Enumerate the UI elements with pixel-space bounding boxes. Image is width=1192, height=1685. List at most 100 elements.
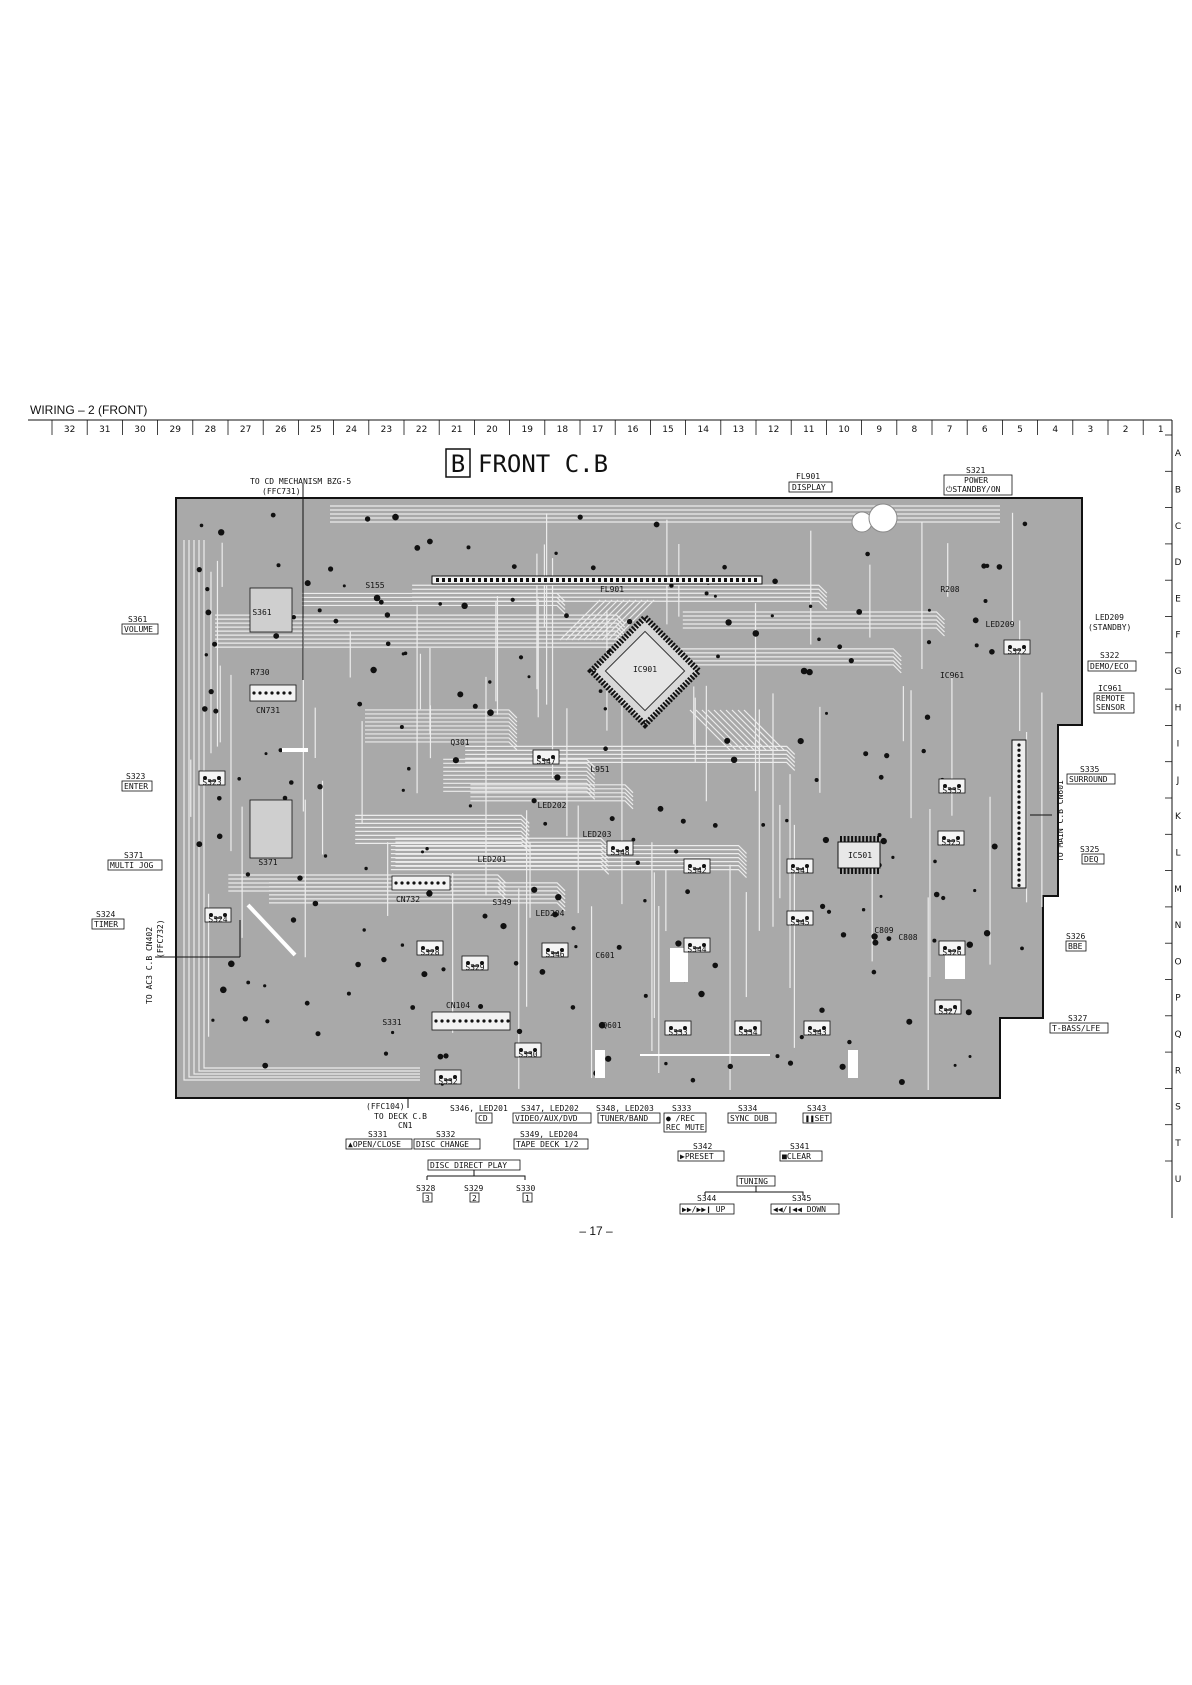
grid-row-label: G [1175,667,1182,677]
grid-column-label: 14 [697,425,709,435]
label-to-ac3: TO AC3 C.B CN402 [145,927,154,1004]
component-label-s325: S325 [941,838,960,847]
grid-column-label: 18 [557,425,569,435]
grid-column-label: 12 [768,425,779,435]
component-label-r208: R208 [940,585,959,594]
label-ffc732: (FFC732) [156,919,165,958]
label-tape-deck: TAPE DECK 1/2 [516,1140,579,1149]
bottom-annotations: (FFC104) TO DECK C.B CN1 S346, LED201 CD… [345,1098,840,1215]
grid-column-label: 8 [912,425,918,435]
switch-s344 [683,937,711,953]
label-sync-dub: SYNC DUB [730,1114,769,1123]
pcb-board: IC901IC501FL901CN731CN732CN104S361S371S3… [175,497,1083,1099]
label-disc-direct: DISC DIRECT PLAY [430,1161,507,1170]
switch-footprints [198,587,1031,1085]
label-s334: S334 [738,1104,757,1113]
component-label-s341: S341 [790,866,809,875]
label-n1: 1 [525,1194,530,1203]
grid-column-label: 26 [275,425,287,435]
label-s344: S344 [697,1194,716,1203]
board-badge: B [451,450,465,478]
label-rec: ● /REC [666,1114,695,1123]
label-s328: S328 [416,1184,435,1193]
component-label-s347: S347 [536,757,555,766]
component-label-c601: C601 [595,951,614,960]
connector-cn731 [249,684,297,702]
grid-column-label: 6 [982,425,988,435]
label-ffc104: (FFC104) [366,1102,405,1111]
label-ffc731: (FFC731) [262,487,301,496]
switch-s345 [786,910,814,926]
switch-s347 [532,749,560,765]
ic501-chip [837,836,881,874]
connector-cn104 [431,1011,511,1031]
grid-row-label: N [1175,921,1182,931]
label-tbass: T-BASS/LFE [1052,1024,1100,1033]
grid-row-label: I [1177,740,1180,750]
label-up: ▶▶/▶▶❙ UP [682,1205,726,1214]
component-label-s155: S155 [365,581,384,590]
grid-row-label: A [1175,449,1182,459]
grid-column-label: 15 [662,425,673,435]
switch-s323 [198,770,226,786]
switch-s335 [938,778,966,794]
grid-column-label: 22 [416,425,427,435]
component-label-q301: Q301 [450,738,469,747]
label-set: ❚❚SET [805,1114,829,1123]
grid-column-label: 25 [310,425,321,435]
cutout [670,948,688,982]
label-s329: S329 [464,1184,483,1193]
label-standby: (STANDBY) [1088,623,1131,632]
grid-column-label: 3 [1088,425,1094,435]
grid-column-label: 9 [876,425,882,435]
switch-s334 [734,1020,762,1036]
component-label-r730: R730 [250,668,269,677]
component-label-s348: S348 [610,848,629,857]
grid-row-label: M [1174,885,1182,895]
component-label-s335: S335 [942,786,961,795]
grid-row-label: L [1175,848,1180,858]
grid-row-label: C [1175,522,1181,532]
fl901-pins [436,578,757,582]
label-s335: S335 [1080,765,1099,774]
label-clear: ■CLEAR [782,1152,811,1161]
label-open-close: ▲OPEN/CLOSE [348,1140,401,1149]
label-volume: VOLUME [124,625,153,634]
grid-column-label: 13 [733,425,744,435]
grid-column-label: 17 [592,425,603,435]
grid-column-label: 19 [521,425,533,435]
top-annotations: TO CD MECHANISM BZG-5 (FFC731) FL901 DIS… [250,466,1013,680]
label-enter: ENTER [124,782,148,791]
component-label-s327: S327 [938,1007,957,1016]
label-s325: S325 [1080,845,1099,854]
grid-row-label: H [1175,703,1182,713]
component-label-s323: S323 [202,778,221,787]
label-to-deck: TO DECK C.B [374,1112,427,1121]
grid-row-label: R [1175,1066,1181,1076]
grid-column-label: 28 [205,425,217,435]
cutout [595,1050,605,1078]
component-label-l951: L951 [590,765,609,774]
component-label-led201: LED201 [478,855,507,864]
label-n3: 3 [425,1194,430,1203]
switch-s326 [938,940,966,956]
label-sensor: SENSOR [1096,703,1125,712]
component-label-s322: S322 [1007,647,1026,656]
component-labels: IC901IC501FL901CN731CN732CN104S361S371S3… [202,581,1026,1086]
label-cn1: CN1 [398,1121,413,1130]
component-label-s344: S344 [687,945,706,954]
label-s323: S323 [126,772,145,781]
label-s326: S326 [1066,932,1085,941]
component-label-s333: S333 [668,1028,687,1037]
label-down: ◀◀/❙◀◀ DOWN [773,1205,826,1214]
grid-column-label: 32 [64,425,75,435]
switch-s332 [434,1069,462,1085]
box-s361 [249,587,293,633]
grid-column-label: 27 [240,425,251,435]
component-label-s349: S349 [492,898,511,907]
component-label-c809: C809 [874,926,893,935]
box-s371 [249,799,293,859]
label-s341: S341 [790,1142,809,1151]
label-standby-on: ⏻STANDBY/ON [946,485,1001,494]
grid-row-label: P [1175,994,1181,1004]
